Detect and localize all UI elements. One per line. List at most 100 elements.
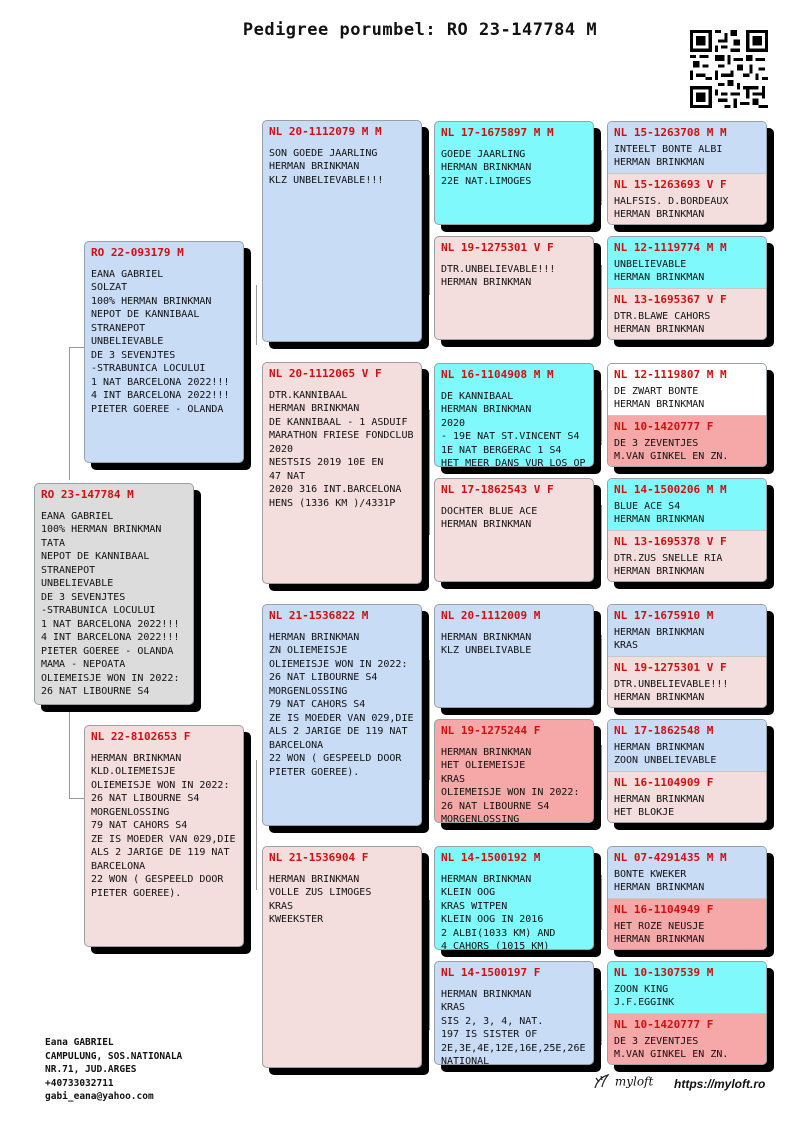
great-grandparent-card-3[interactable]: NL 16-1104908 M M DE KANNIBAAL HERMAN BR… xyxy=(434,363,594,467)
ggg-text: ZOON KING J.F.EGGINK xyxy=(614,983,675,1009)
ggg-card[interactable]: NL 13-1695367 V F DTR.BLAWE CAHORS HERMA… xyxy=(608,289,766,339)
ggg-id: NL 07-4291435 M M xyxy=(614,851,727,864)
ggg-card[interactable]: NL 17-1675910 M HERMAN BRINKMAN KRAS xyxy=(608,605,766,657)
ggg-text: UNBELIEVABLE HERMAN BRINKMAN xyxy=(614,258,705,284)
owner-contact: Eana GABRIEL CAMPULUNG, SOS.NATIONALA NR… xyxy=(45,1037,183,1102)
ggg-text: BONTE KWEKER HERMAN BRINKMAN xyxy=(614,868,705,894)
great-grandparent-text: HERMAN BRINKMAN KLZ UNBELIVABLE xyxy=(441,631,532,657)
sire-card[interactable]: RO 22-093179 M EANA GABRIEL SOLZAT 100% … xyxy=(84,241,244,463)
great-grandparent-id: NL 14-1500192 M xyxy=(441,851,541,864)
grandparent-id: NL 21-1536822 M xyxy=(269,609,369,622)
ggg-text: HERMAN BRINKMAN HET BLOKJE xyxy=(614,793,705,819)
great-grandparent-text: GOEDE JAARLING HERMAN BRINKMAN 22E NAT.L… xyxy=(441,148,532,187)
ggg-card[interactable]: NL 13-1695378 V F DTR.ZUS SNELLE RIA HER… xyxy=(608,531,766,581)
grandparent-text: HERMAN BRINKMAN ZN OLIEMEISJE OLIEMEISJE… xyxy=(269,631,414,778)
ggg-id: NL 10-1307539 M xyxy=(614,966,714,979)
great-grandparent-id: NL 17-1675897 M M xyxy=(441,126,554,139)
ggg-pair-3: NL 12-1119807 M M DE ZWART BONTE HERMAN … xyxy=(607,363,767,467)
sire-text: EANA GABRIEL SOLZAT 100% HERMAN BRINKMAN… xyxy=(91,268,230,415)
ggg-card[interactable]: NL 15-1263708 M M INTEELT BONTE ALBI HER… xyxy=(608,122,766,174)
great-grandparent-text: DTR.UNBELIEVABLE!!! HERMAN BRINKMAN xyxy=(441,263,556,289)
great-grandparent-text: HERMAN BRINKMAN KLEIN OOG KRAS WITPEN KL… xyxy=(441,873,556,950)
great-grandparent-id: NL 19-1275244 F xyxy=(441,724,541,737)
ggg-card[interactable]: NL 10-1420777 F DE 3 ZEVENTJES M.VAN GIN… xyxy=(608,1014,766,1064)
great-grandparent-text: DOCHTER BLUE ACE HERMAN BRINKMAN xyxy=(441,505,538,531)
great-grandparent-card-6[interactable]: NL 19-1275244 F HERMAN BRINKMAN HET OLIE… xyxy=(434,719,594,823)
subject-text: EANA GABRIEL 100% HERMAN BRINKMAN TATA N… xyxy=(41,510,180,698)
great-grandparent-card-2[interactable]: NL 19-1275301 V F DTR.UNBELIEVABLE!!! HE… xyxy=(434,236,594,340)
ggg-text: DE ZWART BONTE HERMAN BRINKMAN xyxy=(614,385,705,411)
grandparent-card-2[interactable]: NL 20-1112065 V F DTR.KANNIBAAL HERMAN B… xyxy=(262,362,422,584)
ggg-text: HALFSIS. D.BORDEAUX HERMAN BRINKMAN xyxy=(614,195,729,221)
ggg-card[interactable]: NL 16-1104909 F HERMAN BRINKMAN HET BLOK… xyxy=(608,772,766,822)
grandparent-id: NL 20-1112065 V F xyxy=(269,367,382,380)
ggg-text: HERMAN BRINKMAN ZOON UNBELIEVABLE xyxy=(614,741,717,767)
ggg-pair-7: NL 07-4291435 M M BONTE KWEKER HERMAN BR… xyxy=(607,846,767,950)
ggg-card[interactable]: NL 10-1420777 F DE 3 ZEVENTJES M.VAN GIN… xyxy=(608,416,766,466)
website-link[interactable]: https://myloft.ro xyxy=(674,1077,766,1091)
subject-card[interactable]: RO 23-147784 M EANA GABRIEL 100% HERMAN … xyxy=(34,483,194,705)
grandparent-id: NL 20-1112079 M M xyxy=(269,125,382,138)
ggg-text: BLUE ACE S4 HERMAN BRINKMAN xyxy=(614,500,705,526)
grandparent-card-1[interactable]: NL 20-1112079 M M SON GOEDE JAARLING HER… xyxy=(262,120,422,342)
grandparent-card-3[interactable]: NL 21-1536822 M HERMAN BRINKMAN ZN OLIEM… xyxy=(262,604,422,826)
ggg-text: INTEELT BONTE ALBI HERMAN BRINKMAN xyxy=(614,143,723,169)
bird-logo-icon xyxy=(594,1073,610,1089)
ggg-pair-6: NL 17-1862548 M HERMAN BRINKMAN ZOON UNB… xyxy=(607,719,767,823)
grandparent-id: NL 21-1536904 F xyxy=(269,851,369,864)
great-grandparent-card-1[interactable]: NL 17-1675897 M M GOEDE JAARLING HERMAN … xyxy=(434,121,594,225)
page-title: Pedigree porumbel: RO 23-147784 M xyxy=(242,20,598,40)
ggg-card[interactable]: NL 14-1500206 M M BLUE ACE S4 HERMAN BRI… xyxy=(608,479,766,531)
logo-text: myloft xyxy=(614,1074,654,1089)
ggg-id: NL 17-1675910 M xyxy=(614,609,714,622)
grandparent-card-4[interactable]: NL 21-1536904 F HERMAN BRINKMAN VOLLE ZU… xyxy=(262,846,422,1068)
ggg-id: NL 10-1420777 F xyxy=(614,420,714,433)
ggg-card[interactable]: NL 16-1104949 F HET ROZE NEUSJE HERMAN B… xyxy=(608,899,766,949)
ggg-text: DTR.ZUS SNELLE RIA HERMAN BRINKMAN xyxy=(614,552,723,578)
great-grandparent-card-8[interactable]: NL 14-1500197 F HERMAN BRINKMAN KRAS SIS… xyxy=(434,961,594,1065)
great-grandparent-card-4[interactable]: NL 17-1862543 V F DOCHTER BLUE ACE HERMA… xyxy=(434,478,594,582)
great-grandparent-text: DE KANNIBAAL HERMAN BRINKMAN 2020 - 19E … xyxy=(441,390,586,467)
ggg-id: NL 17-1862548 M xyxy=(614,724,714,737)
grandparent-text: HERMAN BRINKMAN VOLLE ZUS LIMOGES KRAS K… xyxy=(269,873,372,926)
ggg-card[interactable]: NL 19-1275301 V F DTR.UNBELIEVABLE!!! HE… xyxy=(608,657,766,707)
qr-code-icon xyxy=(690,30,768,108)
great-grandparent-id: NL 19-1275301 V F xyxy=(441,241,554,254)
ggg-card[interactable]: NL 17-1862548 M HERMAN BRINKMAN ZOON UNB… xyxy=(608,720,766,772)
great-grandparent-id: NL 16-1104908 M M xyxy=(441,368,554,381)
ggg-pair-8: NL 10-1307539 M ZOON KING J.F.EGGINK NL … xyxy=(607,961,767,1065)
ggg-text: DTR.UNBELIEVABLE!!! HERMAN BRINKMAN xyxy=(614,678,729,704)
ggg-text: HET ROZE NEUSJE HERMAN BRINKMAN xyxy=(614,920,705,946)
ggg-id: NL 16-1104909 F xyxy=(614,776,714,789)
great-grandparent-id: NL 20-1112009 M xyxy=(441,609,541,622)
ggg-text: DTR.BLAWE CAHORS HERMAN BRINKMAN xyxy=(614,310,711,336)
ggg-card[interactable]: NL 12-1119807 M M DE ZWART BONTE HERMAN … xyxy=(608,364,766,416)
ggg-id: NL 19-1275301 V F xyxy=(614,661,727,674)
ggg-id: NL 15-1263693 V F xyxy=(614,178,727,191)
ggg-pair-1: NL 15-1263708 M M INTEELT BONTE ALBI HER… xyxy=(607,121,767,225)
great-grandparent-id: NL 17-1862543 V F xyxy=(441,483,554,496)
ggg-pair-5: NL 17-1675910 M HERMAN BRINKMAN KRAS NL … xyxy=(607,604,767,708)
ggg-id: NL 13-1695367 V F xyxy=(614,293,727,306)
ggg-card[interactable]: NL 15-1263693 V F HALFSIS. D.BORDEAUX HE… xyxy=(608,174,766,224)
ggg-text: DE 3 ZEVENTJES M.VAN GINKEL EN ZN. xyxy=(614,437,729,463)
great-grandparent-text: HERMAN BRINKMAN HET OLIEMEISJE KRAS OLIE… xyxy=(441,746,580,823)
ggg-card[interactable]: NL 12-1119774 M M UNBELIEVABLE HERMAN BR… xyxy=(608,237,766,289)
ggg-card[interactable]: NL 07-4291435 M M BONTE KWEKER HERMAN BR… xyxy=(608,847,766,899)
great-grandparent-card-5[interactable]: NL 20-1112009 M HERMAN BRINKMAN KLZ UNBE… xyxy=(434,604,594,708)
ggg-id: NL 13-1695378 V F xyxy=(614,535,727,548)
ggg-card[interactable]: NL 10-1307539 M ZOON KING J.F.EGGINK xyxy=(608,962,766,1014)
dam-text: HERMAN BRINKMAN KLD.OLIEMEISJE OLIEMEISJ… xyxy=(91,752,236,899)
ggg-id: NL 14-1500206 M M xyxy=(614,483,727,496)
ggg-id: NL 16-1104949 F xyxy=(614,903,714,916)
great-grandparent-id: NL 14-1500197 F xyxy=(441,966,541,979)
ggg-id: NL 12-1119807 M M xyxy=(614,368,727,381)
myloft-logo: myloft xyxy=(593,1073,653,1091)
dam-card[interactable]: NL 22-8102653 F HERMAN BRINKMAN KLD.OLIE… xyxy=(84,725,244,947)
great-grandparent-card-7[interactable]: NL 14-1500192 M HERMAN BRINKMAN KLEIN OO… xyxy=(434,846,594,950)
ggg-pair-2: NL 12-1119774 M M UNBELIEVABLE HERMAN BR… xyxy=(607,236,767,340)
ggg-id: NL 15-1263708 M M xyxy=(614,126,727,139)
great-grandparent-text: HERMAN BRINKMAN KRAS SIS 2, 3, 4, NAT. 1… xyxy=(441,988,586,1065)
ggg-pair-4: NL 14-1500206 M M BLUE ACE S4 HERMAN BRI… xyxy=(607,478,767,582)
grandparent-text: DTR.KANNIBAAL HERMAN BRINKMAN DE KANNIBA… xyxy=(269,389,414,509)
